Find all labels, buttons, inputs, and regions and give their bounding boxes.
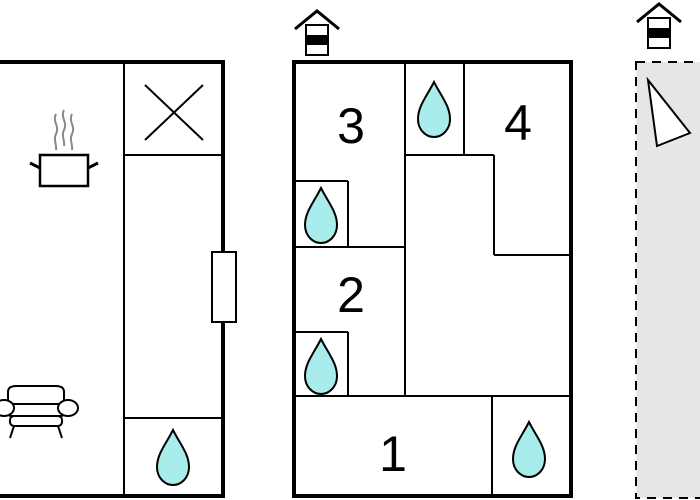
- middle-floor: 3 4 2 1: [292, 9, 573, 498]
- room-label-1: 1: [379, 426, 407, 482]
- house-entrance-icon: [293, 9, 341, 57]
- middle-floor-walls: [292, 60, 573, 498]
- house-entrance-icon: [635, 2, 683, 50]
- room-label-2: 2: [337, 267, 365, 323]
- water-drop-icon: [417, 81, 451, 138]
- terrace-area: [635, 2, 700, 499]
- water-drop-icon: [304, 338, 338, 395]
- left-floor: [0, 60, 237, 498]
- kitchen-pot-icon: [29, 109, 99, 188]
- water-drop-icon: [512, 421, 546, 478]
- room-label-3: 3: [337, 98, 365, 154]
- room-label-4: 4: [504, 95, 532, 151]
- water-drop-icon: [304, 187, 338, 244]
- window-x-icon: [144, 84, 204, 141]
- window-frame: [211, 251, 237, 323]
- water-drop-icon: [156, 429, 190, 486]
- door-wedge-icon: [646, 76, 692, 148]
- sofa-icon: [0, 385, 79, 439]
